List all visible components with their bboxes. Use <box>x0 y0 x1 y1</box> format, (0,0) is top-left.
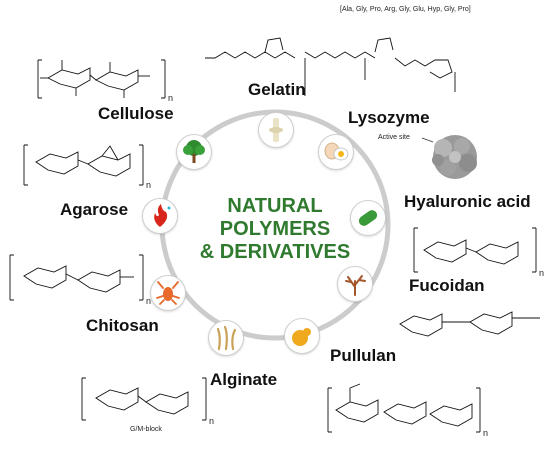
fucoidan-structure <box>399 311 540 337</box>
cellulose-structure <box>37 59 166 99</box>
label-pullulan: Pullulan <box>330 346 397 365</box>
chitosan-repeat-n: n <box>146 296 152 306</box>
hyaluronic-icon-circle <box>350 200 386 236</box>
tree-icon <box>183 140 205 163</box>
pullulan-structure <box>327 383 481 433</box>
agarose-icon-circle <box>142 198 178 234</box>
pullulan-icon-circle <box>284 318 320 354</box>
hyaluronic-repeat-n: n <box>539 268 545 278</box>
label-chitosan: Chitosan <box>86 316 159 335</box>
cellulose-icon-circle <box>176 134 212 170</box>
label-agarose: Agarose <box>60 200 129 219</box>
label-fucoidan: Fucoidan <box>409 276 485 295</box>
eggs-icon <box>324 142 349 161</box>
center-title-line2: POLYMERS <box>219 218 331 240</box>
lysozyme-icon-circle <box>318 134 354 170</box>
active-site-label: Active site <box>378 134 410 141</box>
fungus-icon <box>292 328 311 346</box>
red-algae-icon <box>154 204 171 227</box>
label-lysozyme: Lysozyme <box>348 108 430 127</box>
label-hyaluronic-acid: Hyaluronic acid <box>404 192 531 211</box>
alginate-repeat-n: n <box>209 416 215 426</box>
seaweed-icon <box>345 275 366 296</box>
fucoidan-icon-circle <box>337 266 373 302</box>
active-site-pointer <box>421 137 434 143</box>
center-title-line3: & DERIVATIVES <box>199 241 351 263</box>
bacterium-icon <box>358 210 378 226</box>
alginate-icon-circle <box>208 320 244 356</box>
chitosan-icon-circle <box>150 275 186 311</box>
cellulose-repeat-n: n <box>168 93 174 103</box>
hyaluronic-structure <box>413 227 537 273</box>
agarose-repeat-n: n <box>146 180 152 190</box>
alginate-block-label: G/M-block <box>130 426 162 433</box>
algae-icon <box>216 325 237 351</box>
pullulan-repeat-n: n <box>483 428 489 438</box>
agarose-structure <box>23 144 144 186</box>
label-alginate: Alginate <box>210 370 278 389</box>
label-cellulose: Cellulose <box>98 104 174 123</box>
gelatin-structure <box>205 37 456 96</box>
alginate-structure <box>81 377 207 421</box>
joint-icon <box>269 118 283 142</box>
center-title-line1: NATURAL <box>227 195 323 217</box>
crustacean-icon <box>156 281 180 305</box>
gelatin-sequence: [Ala, Gly, Pro, Arg, Gly, Glu, Hyp, Gly,… <box>340 6 471 13</box>
chitosan-structure <box>9 254 144 301</box>
center-title: NATURAL POLYMERS & DERIVATIVES <box>192 195 358 264</box>
lysozyme-protein-blob <box>432 135 477 179</box>
gelatin-icon-circle <box>258 112 294 148</box>
label-gelatin: Gelatin <box>248 80 306 99</box>
